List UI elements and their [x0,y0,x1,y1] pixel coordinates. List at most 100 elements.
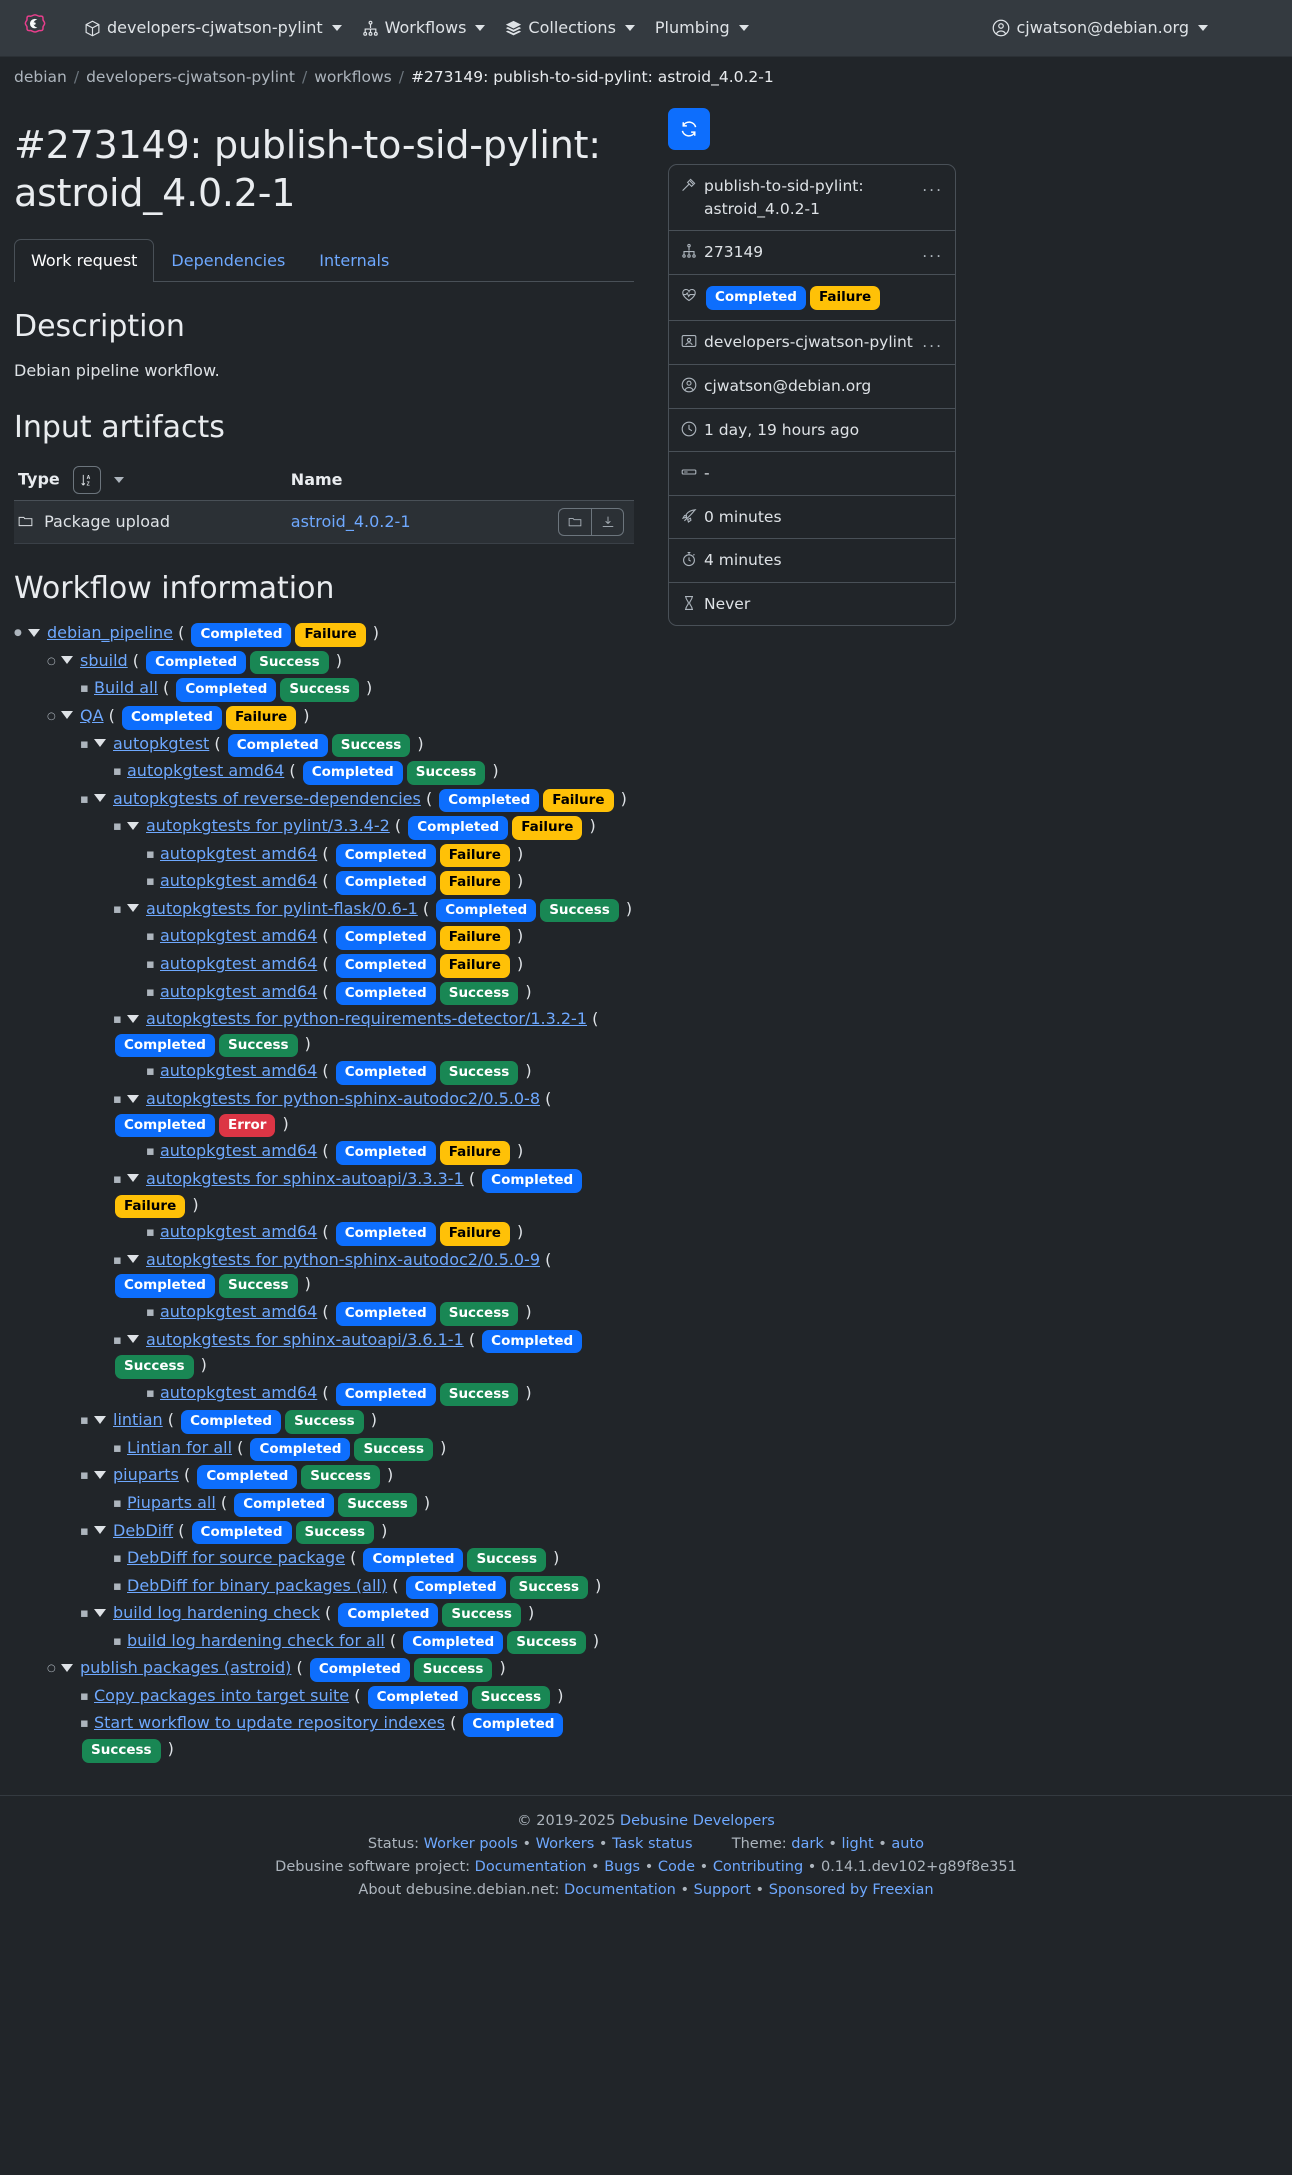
workflow-tree-link[interactable]: autopkgtest amd64 [160,1061,318,1081]
refresh-button[interactable] [668,108,710,151]
chevron-down-icon[interactable] [127,904,139,913]
chevron-down-icon[interactable] [113,477,124,484]
folder-open-icon[interactable] [558,508,591,537]
workflow-tree-link[interactable]: autopkgtests for pylint-flask/0.6-1 [146,898,418,918]
footer-link-theme-light[interactable]: light [841,1835,874,1852]
footer-link-theme-dark[interactable]: dark [791,1835,824,1852]
sidebar-item-menu-button[interactable]: ... [922,177,943,196]
workflow-tree-link[interactable]: autopkgtests of reverse-dependencies [113,788,421,808]
footer-link-task-status[interactable]: Task status [612,1835,693,1852]
workflow-tree-link[interactable]: autopkgtest amd64 [160,926,318,946]
workflow-tree-link[interactable]: autopkgtests for python-requirements-det… [146,1009,588,1029]
workflow-tree-link[interactable]: DebDiff for binary packages (all) [127,1575,388,1595]
workflow-tree-link[interactable]: build log hardening check for all [127,1630,385,1650]
chevron-down-icon[interactable] [94,1526,106,1535]
footer-link-bugs[interactable]: Bugs [604,1858,641,1875]
chevron-down-icon[interactable] [94,1608,106,1617]
footer-link-documentation[interactable]: Documentation [474,1858,587,1875]
chevron-down-icon[interactable] [127,1014,139,1023]
footer-link-about-documentation[interactable]: Documentation [564,1882,676,1899]
nav-item-plumbing[interactable]: Plumbing [645,12,759,44]
workflow-tree-link[interactable]: autopkgtest [113,733,210,753]
workflow-tree-link[interactable]: DebDiff for source package [127,1548,346,1568]
workflow-tree-link[interactable]: sbuild [80,650,128,670]
nav-item-collections[interactable]: Collections [495,12,644,44]
chevron-down-icon[interactable] [94,794,106,803]
chevron-down-icon[interactable] [127,821,139,830]
workflow-tree-item: Lintian for all ( CompletedSuccess ) [113,1436,634,1462]
chevron-down-icon[interactable] [127,1174,139,1183]
workflow-tree-link[interactable]: build log hardening check [113,1603,320,1623]
sidebar-item-menu-button[interactable]: ... [922,243,943,262]
workflow-tree-link[interactable]: Piuparts all [127,1492,216,1512]
chevron-down-icon[interactable] [127,1255,139,1264]
breadcrumb-item-workspace[interactable]: developers-cjwatson-pylint [86,68,295,86]
nav-item-workspace[interactable]: developers-cjwatson-pylint [74,12,352,44]
chevron-down-icon[interactable] [28,628,40,637]
workflow-tree-link[interactable]: Build all [94,678,158,698]
workflow-tree-link[interactable]: autopkgtest amd64 [160,843,318,863]
workflow-tree-link[interactable]: autopkgtest amd64 [160,871,318,891]
footer-link-workers[interactable]: Workers [535,1835,595,1852]
workflow-tree-link[interactable]: Lintian for all [127,1437,233,1457]
workflow-tree-link[interactable]: debian_pipeline [47,623,174,643]
footer-link-sponsor[interactable]: Sponsored by Freexian [768,1882,934,1899]
tab-work-request[interactable]: Work request [14,239,155,283]
chevron-down-icon[interactable] [738,25,749,31]
chevron-down-icon[interactable] [475,25,486,31]
debusine-logo-icon[interactable] [18,11,52,45]
sidebar-item-value: 1 day, 19 hours ago [704,420,860,439]
chevron-down-icon[interactable] [127,1335,139,1344]
sort-alpha-down-icon[interactable]: A Z [73,466,102,495]
workflow-tree-link[interactable]: Start workflow to update repository inde… [94,1713,445,1733]
tab-internals[interactable]: Internals [319,251,390,271]
workflow-tree-link[interactable]: autopkgtests for sphinx-autoapi/3.3.3-1 [146,1168,464,1188]
chevron-down-icon[interactable] [61,656,73,665]
breadcrumb-item-debian[interactable]: debian [14,68,67,86]
footer-link-support[interactable]: Support [693,1882,751,1899]
workflow-tree-link[interactable]: autopkgtests for python-sphinx-autodoc2/… [146,1089,541,1109]
layers-icon [505,20,522,37]
nav-item-workflows[interactable]: Workflows [352,12,496,44]
workflow-tree-link[interactable]: autopkgtests for python-sphinx-autodoc2/… [146,1249,541,1269]
workflow-tree-link[interactable]: autopkgtest amd64 [160,1141,318,1161]
workflow-tree-link[interactable]: autopkgtests for sphinx-autoapi/3.6.1-1 [146,1329,464,1349]
tab-dependencies[interactable]: Dependencies [171,251,286,271]
workflow-tree-link[interactable]: piuparts [113,1465,179,1485]
workflow-tree-link[interactable]: autopkgtests for pylint/3.3.4-2 [146,816,390,836]
workflow-tree-link[interactable]: autopkgtest amd64 [160,1382,318,1402]
chevron-down-icon[interactable] [61,1663,73,1672]
sidebar-item-menu-button[interactable]: ... [922,333,943,351]
workflow-tree-link[interactable]: QA [80,705,104,725]
footer-link-code[interactable]: Code [657,1858,696,1875]
workflow-tree-link[interactable]: autopkgtest amd64 [127,761,285,781]
workflow-tree-link[interactable]: DebDiff [113,1520,174,1540]
workflow-tree-link[interactable]: publish packages (astroid) [80,1658,292,1678]
workflow-tree-link[interactable]: Copy packages into target suite [94,1685,350,1705]
chevron-down-icon[interactable] [94,739,106,747]
breadcrumb: debian / developers-cjwatson-pylint / wo… [0,57,1292,99]
status-badge: Failure [439,843,510,868]
paren-close: ) [187,1194,199,1214]
chevron-down-icon[interactable] [624,25,635,31]
footer-link-worker-pools[interactable]: Worker pools [423,1835,518,1852]
footer-link-theme-auto[interactable]: auto [891,1835,925,1852]
workflow-tree-link[interactable]: autopkgtest amd64 [160,954,318,973]
workflow-tree-link[interactable]: autopkgtest amd64 [160,981,318,1001]
chevron-down-icon[interactable] [331,25,342,31]
chevron-down-icon[interactable] [127,1094,139,1103]
chevron-down-icon[interactable] [61,711,73,720]
chevron-down-icon[interactable] [94,1415,106,1424]
chevron-down-icon[interactable] [1198,25,1208,31]
workflow-tree-link[interactable]: autopkgtest amd64 [160,1302,318,1322]
breadcrumb-item-workflows[interactable]: workflows [314,68,392,86]
paren-open: ( [317,926,334,946]
artifact-name-link[interactable]: astroid_4.0.2-1 [290,512,411,532]
footer-link-contributing[interactable]: Contributing [712,1858,804,1875]
workflow-tree-link[interactable]: lintian [113,1410,163,1430]
workflow-tree-link[interactable]: autopkgtest amd64 [160,1222,318,1242]
download-icon[interactable] [591,508,624,537]
footer-copyright-link[interactable]: Debusine Developers [619,1812,775,1829]
nav-item-user[interactable]: cjwatson@debian.org [982,12,1218,44]
chevron-down-icon[interactable] [94,1470,106,1479]
